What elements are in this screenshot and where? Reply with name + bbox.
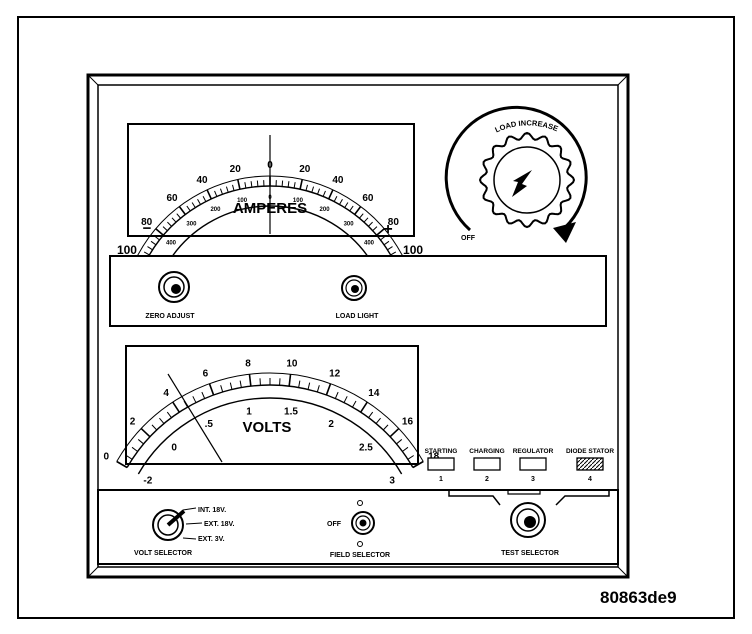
field-selector-label: FIELD SELECTOR (330, 552, 390, 559)
zero-adjust-knob[interactable] (158, 271, 190, 303)
load-light-label: LOAD LIGHT (336, 313, 379, 320)
voltmeter-inner-tick-label: 2.5 (359, 443, 373, 454)
volt-selector-position-1: INT. 18V. (198, 507, 226, 514)
ammeter-outer-tick-label: 40 (196, 175, 208, 186)
ammeter-inner-tick-label: 300 (344, 221, 355, 227)
test-button-number: 1 (439, 476, 443, 483)
ammeter-outer-tick-label: 60 (362, 193, 374, 204)
voltmeter-outer-tick-label: 6 (203, 368, 209, 379)
test-button-number: 4 (588, 476, 592, 483)
voltmeter-outer-tick-label: 2 (130, 416, 136, 427)
voltmeter-outer-tick-label: 18 (428, 452, 440, 463)
ammeter-outer-tick-label: 20 (230, 164, 242, 175)
volt-selector-label: VOLT SELECTOR (134, 550, 192, 557)
ammeter-outer-tick-label: 20 (299, 164, 311, 175)
voltmeter-inner-tick-label: 2 (328, 419, 334, 430)
ammeter-outer-tick-label: 60 (166, 193, 178, 204)
voltmeter-inner-tick-label: -2 (143, 476, 152, 487)
field-selector-switch[interactable] (351, 500, 375, 547)
ammeter-window (127, 123, 415, 237)
test-button-label: DIODE STATOR (566, 448, 614, 455)
test-button-1[interactable] (427, 457, 455, 471)
ammeter-outer-tick-label: 0 (267, 160, 273, 171)
voltmeter-outer-tick-label: 0 (104, 452, 110, 463)
ammeter-inner-tick-label: 300 (186, 221, 197, 227)
load-direction-arrow (553, 222, 576, 243)
voltmeter-inner-tick-label: 1 (246, 407, 252, 418)
test-selector-linkage (448, 489, 610, 506)
ammeter-outer-tick-label: 80 (388, 217, 400, 228)
ammeter-title: AMPERES (233, 200, 307, 217)
voltmeter-title: VOLTS (243, 419, 292, 436)
ammeter-minus-sign: − (143, 220, 152, 237)
volt-selector-knob[interactable] (152, 509, 186, 541)
voltmeter-needle (167, 373, 223, 463)
load-light (341, 275, 367, 301)
ammeter-inner-tick-label: 400 (166, 241, 177, 247)
test-buttons: STARTING 1 CHARGING 2 REGULATOR 3 DIODE STATOR… (425, 448, 615, 483)
ammeter-outer-tick-label: 80 (141, 217, 153, 228)
test-button-number: 3 (531, 476, 535, 483)
voltmeter-inner-tick-label: .5 (205, 419, 214, 430)
volt-selector-position-3: EXT. 3V. (198, 536, 225, 543)
ammeter-inner-tick-label: 200 (320, 207, 331, 213)
voltmeter-inner-tick-label: 0 (171, 443, 177, 454)
test-button-2[interactable] (473, 457, 501, 471)
test-button-label: STARTING (425, 448, 458, 455)
load-off-label: OFF (461, 235, 476, 242)
load-increase-knob[interactable] (478, 131, 576, 229)
field-selector-off-label: OFF (327, 521, 342, 528)
voltmeter-outer-tick-label: 12 (329, 368, 341, 379)
ammeter-inner-tick-label: 100 (237, 198, 248, 204)
voltmeter-outer-tick-label: 4 (163, 388, 169, 399)
ammeter-inner-tick-label: 400 (364, 241, 375, 247)
knob-pointer-arrow (512, 170, 532, 197)
test-selector-label: TEST SELECTOR (501, 550, 559, 557)
ammeter-inner-tick-label: 200 (210, 207, 221, 213)
volt-selector-position-2: EXT. 18V. (204, 521, 235, 528)
voltmeter-outer-tick-label: 8 (245, 358, 251, 369)
ammeter-outer-tick-label: 100 (117, 243, 137, 257)
ammeter-inner-tick-label: 100 (293, 198, 304, 204)
zero-adjust-label: ZERO ADJUST (145, 313, 195, 320)
figure-border (17, 16, 735, 619)
voltmeter-inner-tick-label: 3 (389, 476, 395, 487)
voltmeter-outer-tick-label: 16 (402, 416, 414, 427)
figure-id-label: 80863de9 (600, 588, 677, 607)
ammeter-plus-sign: + (383, 221, 392, 238)
test-button-number: 2 (485, 476, 489, 483)
voltmeter-outer-tick-label: 14 (368, 388, 380, 399)
voltmeter: 0 2 4 6 8 10 12 14 16 18 -2 0 .5 1 1.5 2 2.5 3 VOLTS (104, 345, 440, 487)
voltmeter-window (125, 345, 419, 465)
ammeter-outer-tick-label: 100 (403, 243, 423, 257)
ammeter-outer-tick-label: 40 (332, 175, 344, 186)
voltmeter-outer-tick-label: 10 (286, 358, 298, 369)
test-selector-knob[interactable] (510, 502, 546, 538)
voltmeter-inner-tick-label: 1.5 (284, 407, 298, 418)
ammeter-inner-tick-label: 0 (268, 195, 272, 201)
test-button-label: CHARGING (469, 448, 504, 455)
test-button-3[interactable] (519, 457, 547, 471)
test-button-label: REGULATOR (513, 448, 554, 455)
test-button-4[interactable] (576, 457, 604, 471)
